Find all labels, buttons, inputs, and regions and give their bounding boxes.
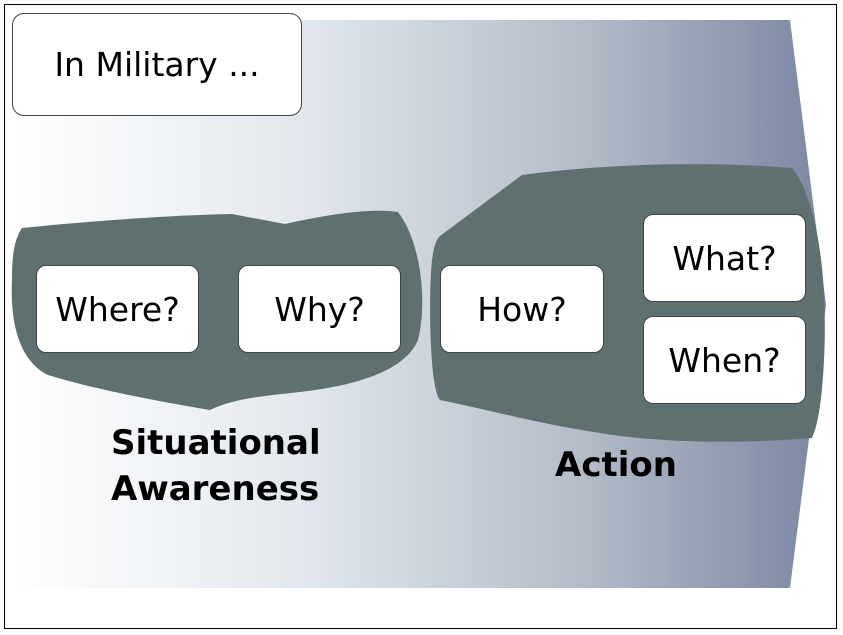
what-box: What? <box>643 214 806 302</box>
title-box: In Military ... <box>12 13 302 116</box>
how-box: How? <box>440 265 604 353</box>
situational-awareness-blob <box>11 210 423 410</box>
situational-awareness-label-line2: Awareness <box>111 469 320 509</box>
action-label: Action <box>555 445 677 485</box>
where-box: Where? <box>36 265 199 353</box>
situational-awareness-label: Situational Awareness <box>111 420 371 512</box>
why-box: Why? <box>238 265 401 353</box>
situational-awareness-label-line1: Situational <box>111 423 321 463</box>
when-box: When? <box>643 316 806 404</box>
